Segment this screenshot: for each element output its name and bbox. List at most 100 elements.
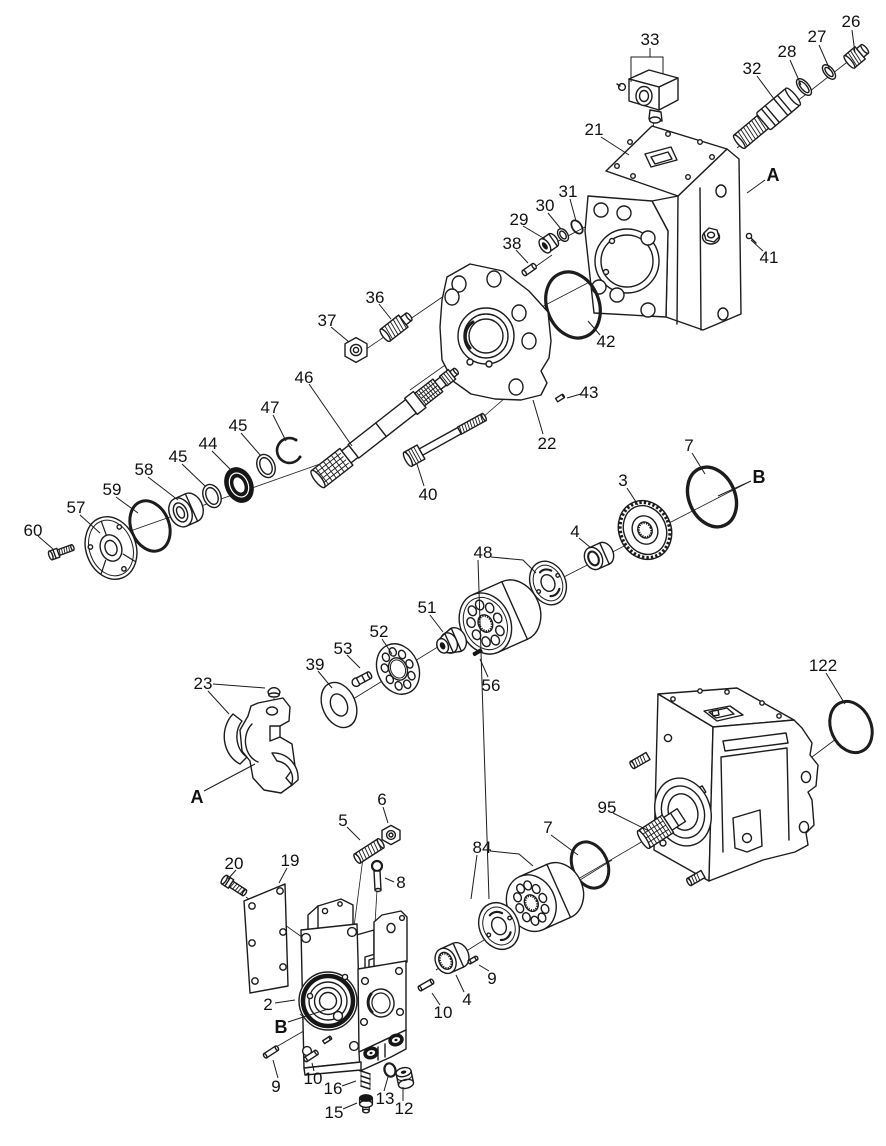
pin-41 (745, 232, 757, 244)
callout-layer: 333228272621A413130293836374243224046474… (24, 12, 861, 1122)
washer-27 (821, 64, 837, 80)
leader-line-8 (384, 877, 395, 883)
leader-line-19 (278, 867, 288, 884)
callout-122-37: 122 (809, 656, 837, 675)
pin-53 (351, 671, 373, 688)
callout-51-32: 51 (418, 598, 437, 617)
leader-line-4 (578, 537, 592, 549)
callout-37-13: 37 (318, 311, 337, 330)
callout-9-53: 9 (271, 1077, 280, 1096)
callout-8-45: 8 (396, 873, 405, 892)
leader-line-41 (750, 239, 764, 252)
callout-45-20: 45 (229, 416, 248, 435)
callout-27-3: 27 (808, 27, 827, 46)
callout-45-22: 45 (169, 447, 188, 466)
callout-31-8: 31 (559, 182, 578, 201)
valve-plate-84 (477, 901, 521, 951)
socket-bolt-40 (402, 412, 488, 468)
leader-line-48 (490, 556, 537, 574)
callout-56-36: 56 (482, 676, 501, 695)
side-hex-plug (701, 227, 721, 245)
callout-46-18: 46 (295, 368, 314, 387)
cover-bolt-holes (444, 270, 537, 396)
callout-38-11: 38 (503, 234, 522, 253)
shaft-cover-plate (439, 263, 552, 401)
pin-8 (370, 859, 384, 893)
callout-10-54: 10 (304, 1069, 323, 1088)
center-pump-housing (298, 898, 408, 1076)
callout-10-50: 10 (434, 1003, 453, 1022)
leader-line-53 (346, 654, 361, 669)
screw-plug-36 (379, 312, 413, 343)
callout-6-43: 6 (377, 790, 386, 809)
callout-A-6: A (767, 165, 780, 185)
ring-45-upper (256, 453, 276, 479)
callout-26-4: 26 (842, 12, 861, 31)
callout-4-51: 4 (462, 990, 471, 1009)
leader-line-26 (851, 29, 856, 54)
callout-52-33: 52 (370, 622, 389, 641)
leader-line-42 (587, 320, 601, 336)
leader-line-46 (308, 383, 353, 447)
drive-gear-3 (617, 499, 673, 561)
pin-9-rear (467, 955, 479, 965)
leader-line-B (717, 480, 752, 497)
callout-2-48: 2 (263, 995, 272, 1014)
leader-line-2 (274, 999, 296, 1004)
callout-4-30: 4 (570, 522, 579, 541)
bottom-port (388, 1033, 404, 1047)
leader-line-A (746, 179, 766, 194)
leader-line-31 (569, 198, 577, 222)
leader-line-45 (181, 463, 206, 487)
callout-15-56: 15 (325, 1103, 344, 1122)
callout-44-21: 44 (199, 434, 218, 453)
plug-12 (395, 1066, 415, 1090)
callout-7-41: 7 (543, 818, 552, 837)
ball-guide-51 (436, 626, 468, 654)
snap-ring-47 (275, 436, 302, 465)
leader-line-6 (382, 806, 389, 824)
callout-13-57: 13 (376, 1089, 395, 1108)
swashplate-assembly (223, 686, 299, 794)
o-ring-13 (383, 1062, 397, 1078)
solenoid-screw (617, 82, 627, 92)
callout-20-46: 20 (225, 854, 244, 873)
callout-12-58: 12 (395, 1099, 414, 1118)
bushing-4-front (583, 541, 615, 571)
callout-36-12: 36 (366, 288, 385, 307)
leader-line-7 (550, 834, 579, 856)
leader-line-56 (479, 658, 489, 678)
leader-line-A (203, 763, 256, 792)
spring-16 (360, 1070, 371, 1090)
leader-line-16 (341, 1080, 357, 1087)
bearing-shell-23-left (223, 713, 248, 765)
retainer-plate-52 (375, 643, 421, 695)
ball-bearing-44 (224, 467, 254, 503)
callout-23-38: 23 (194, 674, 213, 693)
leader-line-60 (37, 535, 54, 550)
rear-pump-assembly (629, 687, 819, 887)
callout-84-42: 84 (473, 838, 492, 857)
stud-bolt (629, 751, 651, 770)
set-screw-5 (353, 838, 385, 864)
top-face-bolt-holes (614, 130, 716, 180)
front-pump-housing (584, 125, 757, 331)
pilot-spool (732, 87, 802, 150)
pin-38 (521, 262, 538, 277)
dowel-pin-small (322, 1035, 333, 1045)
callout-40-17: 40 (419, 485, 438, 504)
leader-line-27 (818, 44, 831, 71)
leader-line-5 (346, 826, 361, 841)
bearing-shell-23-right (271, 752, 299, 787)
callout-B-49: B (275, 1017, 288, 1037)
leader-line-52 (381, 638, 393, 655)
leader-line-37 (330, 326, 350, 343)
leader-line-22 (532, 399, 544, 435)
leader-line-28 (789, 59, 802, 86)
leader-line-39 (317, 670, 333, 689)
stud-bolt (686, 869, 706, 887)
callout-95-40: 95 (598, 798, 617, 817)
